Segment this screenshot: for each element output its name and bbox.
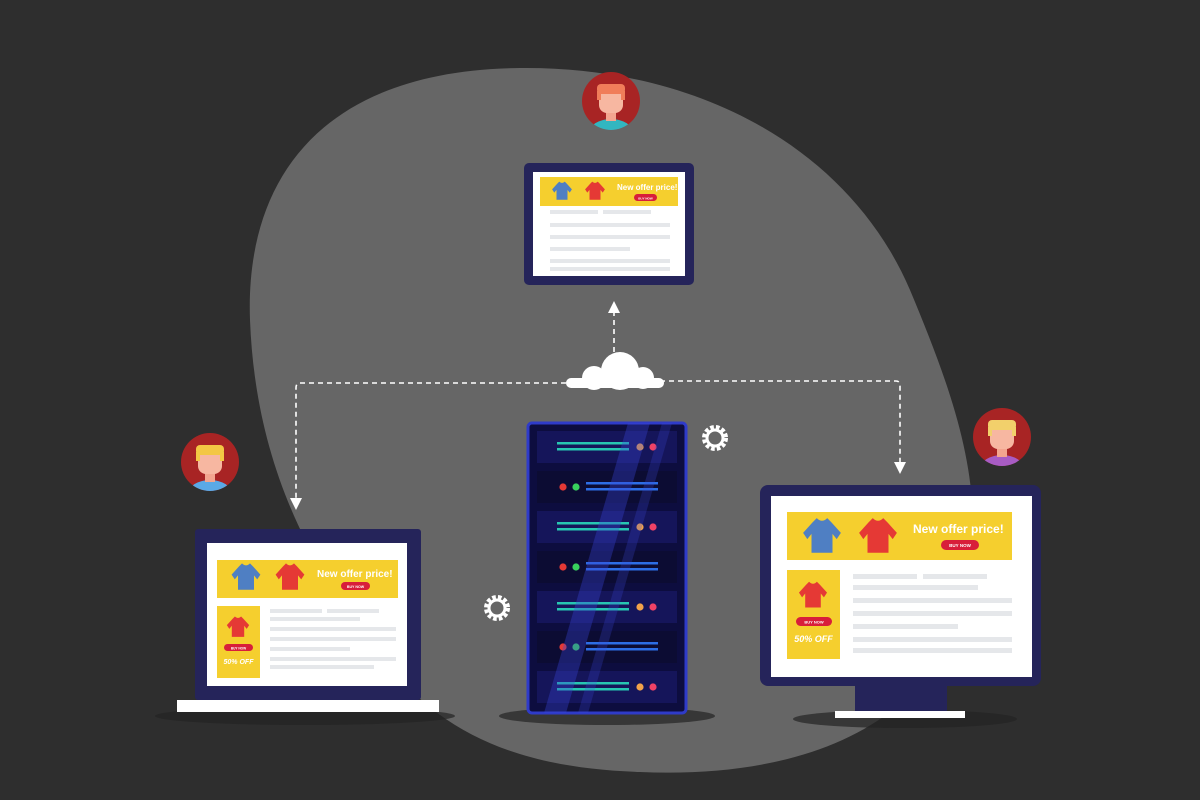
status-light-icon	[649, 603, 657, 611]
tablet-device: New offer price! BUY NOW	[524, 163, 694, 285]
avatar-shirt	[188, 480, 232, 491]
status-light-icon	[572, 643, 580, 651]
cloud-icon	[566, 352, 664, 390]
desktop-promo-button-label: BUY NOW	[804, 620, 823, 625]
avatar-neck	[606, 109, 616, 121]
monitor-stand-neck	[855, 683, 947, 711]
server-indicator-line	[586, 482, 658, 485]
server-indicator-line	[557, 448, 629, 451]
laptop-promo-button[interactable]	[224, 644, 253, 651]
user-avatar-icon	[582, 72, 640, 130]
tablet-buy-button-label: BUY NOW	[638, 196, 653, 200]
status-light-icon	[636, 443, 644, 451]
monitor-stand-base	[835, 711, 965, 718]
shirt-blue-icon	[552, 181, 572, 200]
desktop-promo-button[interactable]	[796, 617, 832, 626]
server-unit	[537, 631, 677, 663]
status-light-icon	[559, 483, 567, 491]
laptop-discount: 50% OFF	[224, 659, 255, 666]
server-indicator-line	[557, 442, 629, 445]
avatar-shirt	[589, 119, 633, 130]
desktop-headline: New offer price!	[913, 522, 1004, 536]
status-light-icon	[572, 563, 580, 571]
avatar-hair	[597, 84, 625, 94]
server-indicator-line	[557, 682, 629, 685]
avatar-shirt	[980, 455, 1024, 466]
shirt-red-icon	[585, 181, 605, 200]
desktop-promo-card	[787, 570, 840, 659]
status-light-icon	[559, 643, 567, 651]
server-unit	[537, 551, 677, 583]
server-indicator-line	[586, 488, 658, 491]
gear-icon	[484, 595, 510, 621]
shirt-red-icon	[275, 563, 305, 590]
server-unit	[537, 511, 677, 543]
tablet-headline: New offer price!	[617, 183, 677, 192]
shirt-blue-icon	[231, 563, 261, 590]
laptop-headline: New offer price!	[317, 569, 393, 580]
shirt-blue-icon	[803, 518, 841, 553]
status-light-icon	[649, 443, 657, 451]
avatar-sideburn	[621, 91, 625, 100]
tablet-buy-button[interactable]	[634, 194, 657, 201]
avatar-sideburn	[1012, 427, 1016, 436]
avatar-hair	[988, 420, 1016, 430]
avatar-neck	[997, 445, 1007, 457]
tablet-text-lines	[550, 210, 670, 271]
server-indicator-line	[557, 688, 629, 691]
server-indicator-line	[557, 602, 629, 605]
desktop-text-lines	[853, 574, 1012, 653]
server-unit	[537, 431, 677, 463]
server-indicator-line	[586, 648, 658, 651]
status-light-icon	[559, 563, 567, 571]
laptop-buy-button-label: BUY NOW	[347, 585, 365, 589]
avatar-sideburn	[220, 452, 224, 461]
server-unit	[537, 591, 677, 623]
arrow-down-left-icon	[290, 498, 302, 510]
laptop-buy-button[interactable]	[341, 582, 370, 590]
user-avatar-icon	[973, 408, 1031, 466]
laptop-base	[177, 700, 439, 712]
status-light-icon	[636, 683, 644, 691]
gear-icon	[702, 425, 728, 451]
avatar-hair	[196, 445, 224, 455]
server-indicator-line	[586, 568, 658, 571]
shirt-red-icon	[859, 518, 897, 553]
server-indicator-line	[557, 522, 629, 525]
desktop-buy-button[interactable]	[941, 540, 979, 550]
desktop-device: New offer price! BUY NOW BUY NOW 50% OFF	[760, 485, 1041, 718]
server-unit	[537, 671, 677, 703]
status-light-icon	[649, 683, 657, 691]
server-indicator-line	[586, 642, 658, 645]
avatar-sideburn	[196, 452, 200, 461]
avatar-sideburn	[597, 91, 601, 100]
server-indicator-line	[557, 528, 629, 531]
arrow-heads	[290, 301, 906, 510]
server-indicator-line	[586, 562, 658, 565]
laptop-promo-button-label: BUY NOW	[231, 646, 246, 650]
desktop-discount: 50% OFF	[794, 634, 833, 644]
status-light-icon	[649, 523, 657, 531]
server-rack-icon	[526, 421, 688, 715]
laptop-text-lines	[270, 609, 396, 669]
server-indicator-line	[557, 608, 629, 611]
laptop-promo-card	[217, 606, 260, 678]
laptop-device: New offer price! BUY NOW BUY NOW 50% OFF	[177, 529, 439, 712]
avatar-sideburn	[988, 427, 992, 436]
shirt-red-icon	[798, 581, 828, 608]
connection-lines	[295, 312, 901, 498]
arrow-down-right-icon	[894, 462, 906, 474]
server-unit	[537, 471, 677, 503]
user-avatar-icon	[181, 433, 239, 491]
shirt-red-icon	[226, 616, 250, 637]
server-glare	[544, 423, 672, 713]
avatar-neck	[205, 470, 215, 482]
status-light-icon	[636, 523, 644, 531]
desktop-buy-button-label: BUY NOW	[949, 543, 971, 548]
status-light-icon	[572, 483, 580, 491]
status-light-icon	[636, 603, 644, 611]
arrow-up-icon	[608, 301, 620, 313]
